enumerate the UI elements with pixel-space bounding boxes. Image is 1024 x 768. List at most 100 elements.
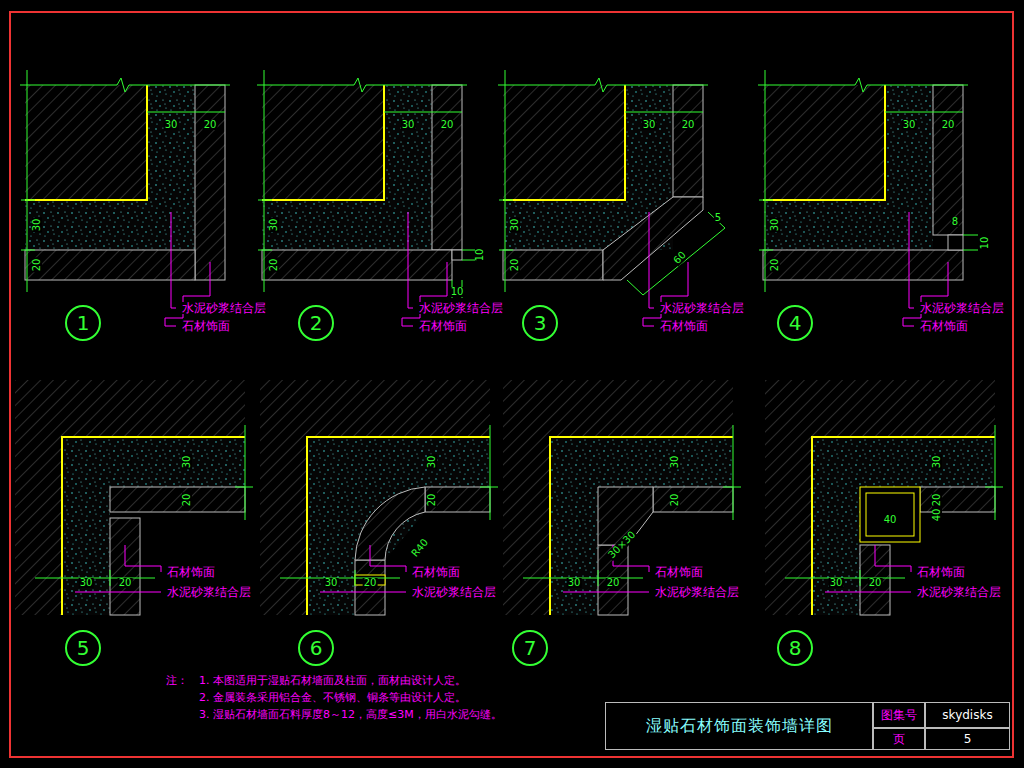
dimension-text: 30 [427, 455, 437, 470]
leader-line [649, 212, 654, 308]
break-line [498, 78, 708, 92]
dimension-tick [985, 487, 1003, 488]
callout-text: 水泥砂浆结合层 [918, 302, 1006, 314]
concrete-wall [260, 380, 490, 615]
detail-number-circle: 2 [298, 305, 334, 341]
value-cell: 5 [925, 728, 1010, 750]
detail-number: 3 [534, 311, 547, 335]
dimension-line [765, 70, 766, 292]
dimension-line [27, 70, 28, 292]
dimension-text: 40 [932, 508, 942, 523]
mortar-layer [763, 85, 933, 250]
dimension-text: 30 [32, 218, 42, 233]
label-cell: 页 [873, 728, 925, 750]
dimension-tick [355, 570, 356, 586]
dimension-line [245, 425, 246, 520]
dimension-text: 20 [182, 493, 192, 508]
dimension-tick [110, 570, 111, 586]
dimension-line [147, 112, 225, 113]
figures [15, 70, 1003, 615]
title-cell: 湿贴石材饰面装饰墙详图 [605, 702, 873, 750]
callout-text: 石材饰面 [165, 566, 217, 578]
metal-tube [860, 487, 920, 542]
mortar-layer [25, 85, 195, 250]
stone-facing [503, 250, 603, 280]
stone-facing [355, 560, 385, 615]
callout-text: 石材饰面 [918, 320, 970, 332]
dimension-text: 10 [450, 287, 465, 297]
concrete-wall [503, 85, 625, 200]
stone-facing [195, 85, 225, 280]
detail-number: 5 [77, 636, 90, 660]
stone-facing [763, 250, 963, 280]
dimension-text: 30 [269, 218, 279, 233]
note-text: 2. 金属装条采用铝合金、不锈钢、铜条等由设计人定。 [198, 692, 467, 703]
metal-tube-inner [866, 493, 914, 536]
dimension-text: 30 [770, 218, 780, 233]
dimension-line [963, 250, 978, 251]
wall-face-line [763, 85, 885, 200]
dimension-line [885, 112, 963, 113]
dimension-text: 30 [510, 218, 520, 233]
leader-line [402, 262, 447, 326]
detail-number: 7 [524, 636, 537, 660]
dimension-text: 20 [118, 578, 133, 588]
dimension-text: 30 [401, 120, 416, 130]
stone-facing [262, 250, 452, 280]
dimension-line [35, 578, 155, 579]
concrete-wall [15, 380, 245, 615]
note-text: 3. 湿贴石材墙面石料厚度8～12，高度≤3M，用白水泥勾缝。 [198, 709, 503, 720]
leader-line [370, 545, 406, 572]
concrete-wall [262, 85, 384, 200]
leader-line [825, 592, 911, 593]
detail-number-circle: 4 [777, 305, 813, 341]
callout-text: 石材饰面 [653, 566, 705, 578]
callout-text: 石材饰面 [180, 320, 232, 332]
dimension-text: 40 [883, 515, 898, 525]
dimension-text: 20 [510, 258, 520, 273]
dimension-line [523, 578, 643, 579]
callout-text: 石材饰面 [915, 566, 967, 578]
dimension-tick [499, 250, 513, 251]
dimension-text: 20 [932, 493, 942, 508]
concrete-wall [503, 380, 733, 615]
dimension-text: 20 [868, 578, 883, 588]
detail-number-circle: 1 [65, 305, 101, 341]
wall-face-line [503, 85, 625, 200]
dimension-text: 30 [932, 455, 942, 470]
dimension-tick [860, 570, 861, 586]
leader-line [875, 545, 911, 572]
dimension-tick [258, 250, 272, 251]
dimension-text: 20 [670, 493, 680, 508]
leader-line [563, 592, 649, 593]
mortar-layer [262, 85, 432, 250]
dimension-text: 30 [164, 120, 179, 130]
leader-line [903, 262, 948, 326]
detail-number-circle: 8 [777, 630, 813, 666]
callout-text: 水泥砂浆结合层 [915, 586, 1003, 598]
label-cell: 图集号 [873, 702, 925, 728]
dimension-tick [759, 200, 773, 201]
dimension-line [785, 578, 905, 579]
title-block-text: 湿贴石材饰面装饰墙详图 [646, 716, 833, 737]
stone-facing [110, 487, 245, 512]
detail-number-circle: 3 [522, 305, 558, 341]
callout-text: 水泥砂浆结合层 [417, 302, 505, 314]
dimension-tick [21, 250, 35, 251]
title-block-text: 5 [964, 732, 972, 746]
dimension-line [505, 70, 506, 292]
callout-text: 水泥砂浆结合层 [410, 586, 498, 598]
dimension-text: 30 [324, 578, 339, 588]
dimension-line [490, 425, 491, 520]
corner-notch [452, 250, 462, 260]
dimension-tick [235, 487, 253, 488]
dimension-text: 30 [567, 578, 582, 588]
dimension-tick [21, 200, 35, 201]
dimension-text: 5 [714, 213, 722, 223]
dimension-text: 10 [980, 236, 990, 251]
break-line [758, 78, 968, 92]
callout-text: 水泥砂浆结合层 [180, 302, 268, 314]
dimension-text: 20 [363, 578, 378, 588]
note-text: 注： [165, 675, 189, 686]
corner-step [948, 235, 963, 250]
